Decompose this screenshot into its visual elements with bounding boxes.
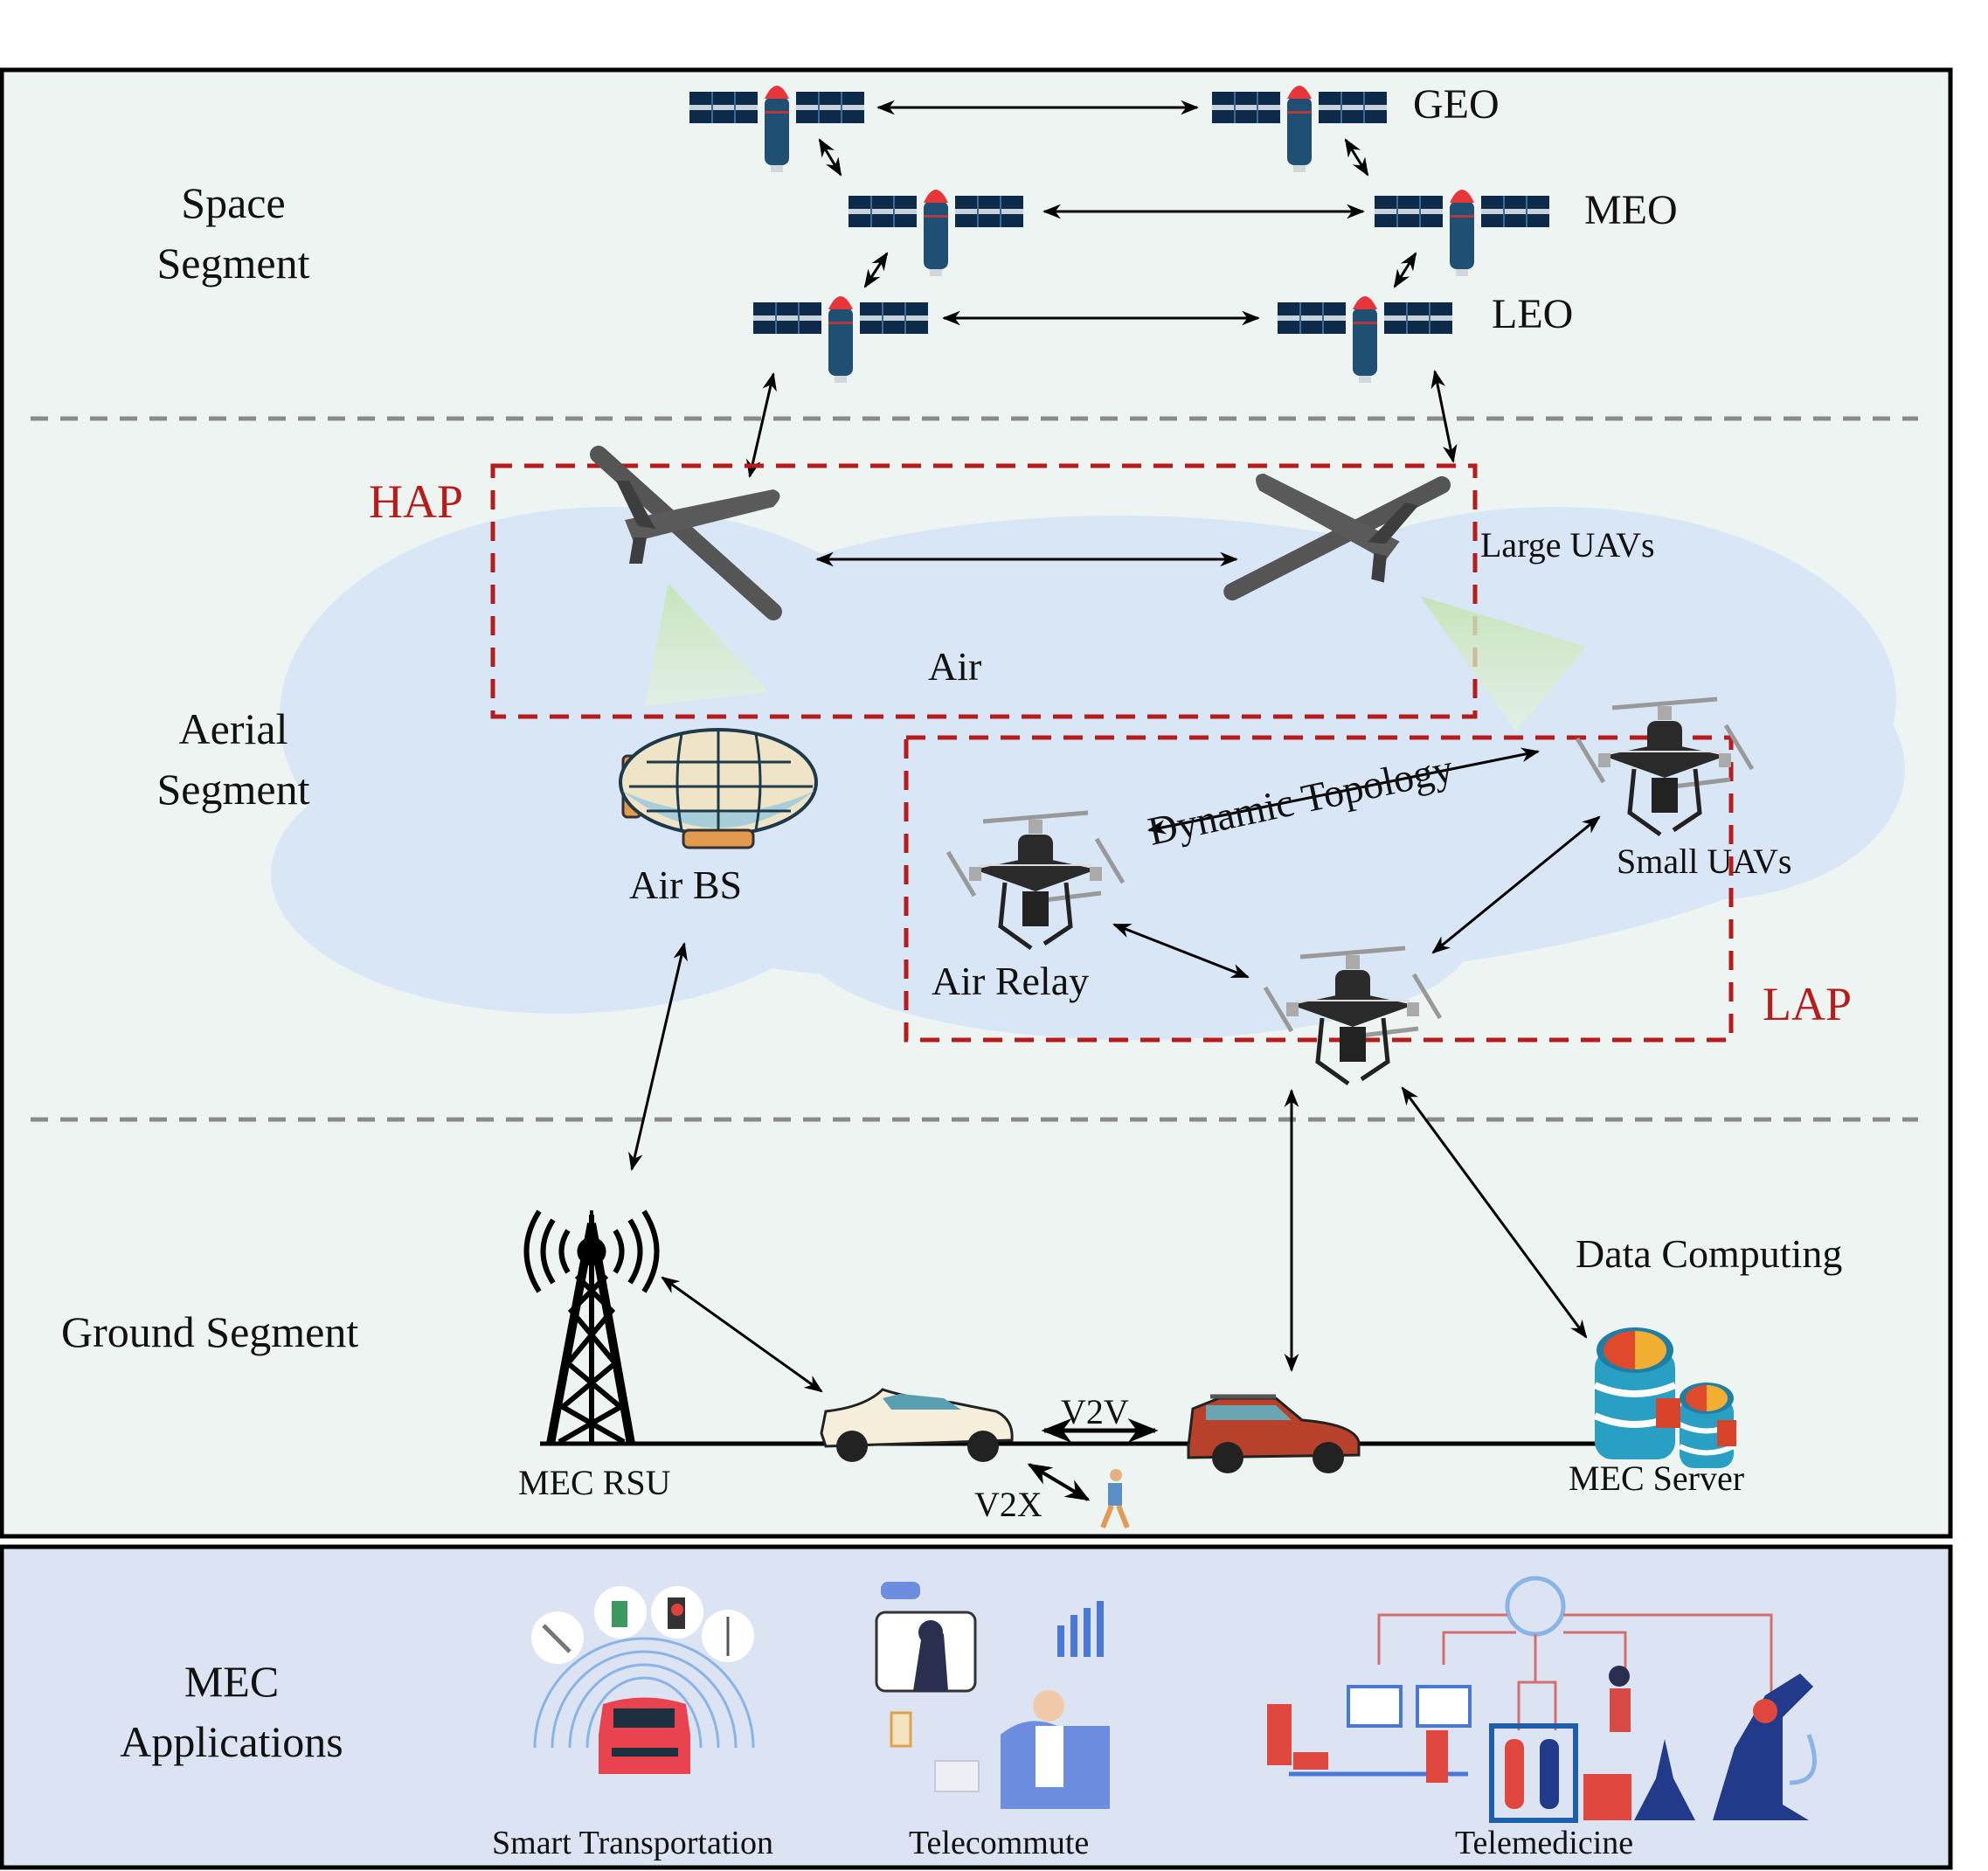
v2x-link [1027, 1463, 1091, 1501]
telemedicine-illustration [1267, 1576, 1817, 1823]
pedestrian-icon [1100, 1469, 1130, 1529]
small-uavs-label: Small UAVs [1617, 842, 1792, 881]
air-label: Air [928, 644, 982, 689]
hap-label: HAP [369, 475, 464, 528]
v2v-label: V2V [1061, 1392, 1129, 1431]
ground-segment-label: Ground Segment [61, 1307, 359, 1356]
mec-server-icon [1593, 1327, 1736, 1468]
lap-label: LAP [1763, 978, 1853, 1030]
app-label-telecommute: Telecommute [909, 1825, 1090, 1861]
sedan-car-icon [820, 1388, 1014, 1462]
air-relay-label: Air Relay [932, 959, 1090, 1003]
lap-links [628, 747, 1601, 1373]
data-computing-label: Data Computing [1576, 1231, 1843, 1276]
large-uavs-label: Large UAVs [1480, 525, 1655, 565]
leo-label: LEO [1492, 291, 1574, 337]
uav-beam-left [645, 584, 769, 706]
rsu-car-link [661, 1276, 823, 1393]
aerial-segment-label: Aerial Segment [156, 704, 310, 814]
mec-rsu-tower-icon [523, 1209, 660, 1445]
uav-beam-right [1420, 596, 1586, 732]
geo-label: GEO [1413, 81, 1500, 128]
mec-server-label: MEC Server [1569, 1459, 1745, 1498]
app-label-smart-transportation: Smart Transportation [492, 1825, 773, 1861]
space-segment-label: Space Segment [156, 178, 310, 288]
smart-transportation-illustration [531, 1586, 755, 1774]
telecommute-illustration [875, 1582, 1110, 1809]
space-links [746, 100, 1458, 479]
air-bs-label: Air BS [629, 863, 743, 907]
suv-car-icon [1187, 1394, 1361, 1473]
app-label-telemedicine: Telemedicine [1455, 1825, 1634, 1861]
air-bs-blimp-icon [619, 728, 818, 849]
lap-region [904, 735, 1734, 1043]
hap-region [490, 463, 1478, 719]
mec-rsu-label: MEC RSU [518, 1463, 671, 1502]
v2x-label: V2X [974, 1485, 1042, 1524]
applications-label: MEC Applications [120, 1657, 343, 1766]
meo-label: MEO [1584, 187, 1678, 233]
